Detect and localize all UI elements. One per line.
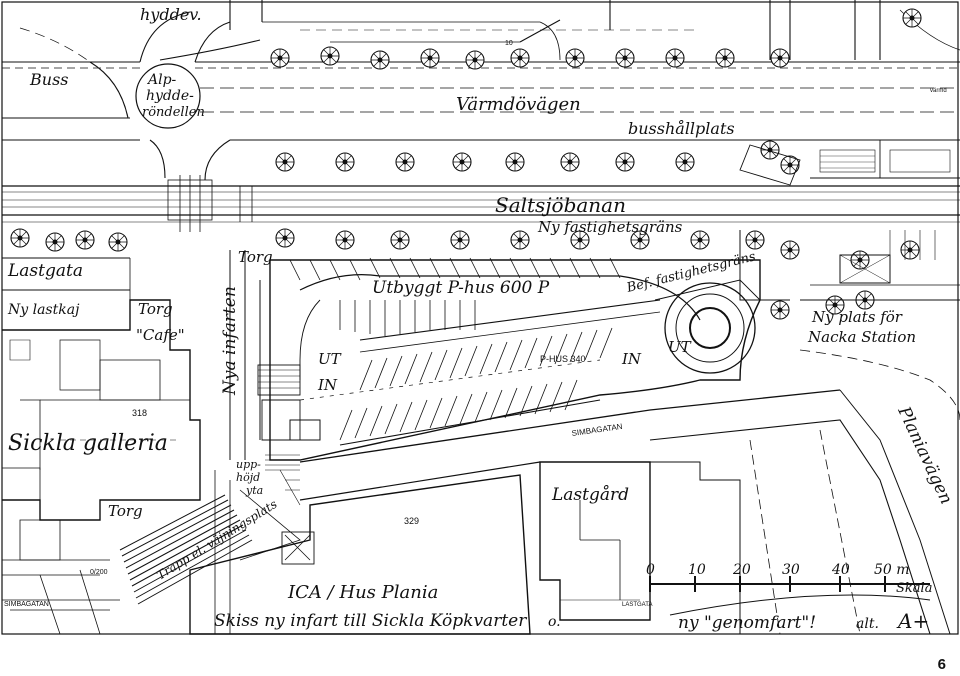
label-trapp: Trapp el. väjningsplats xyxy=(154,497,279,583)
simbagatan-road xyxy=(299,389,951,635)
railway-tracks xyxy=(2,175,960,232)
road-lines xyxy=(2,0,960,181)
label-ica: ICA / Hus Plania xyxy=(287,582,438,603)
label-upphojd-2: höjd xyxy=(236,471,260,484)
label-scale-small: 0/200 xyxy=(90,569,108,576)
entrance-ramps xyxy=(229,250,321,506)
scale-tick-40: 40 xyxy=(831,562,850,578)
label-genomfart: ny "genomfart"! xyxy=(678,613,816,633)
label-bef-fastighetsgrans: Bef. fastighetsgräns xyxy=(624,249,757,296)
scale-tick-0: 0 xyxy=(646,562,655,578)
scale-label: Skala xyxy=(896,581,932,596)
label-hyddev: hyddev. xyxy=(140,5,202,24)
label-in-ut-1: IN xyxy=(621,350,642,368)
label-alp-2: hydde- xyxy=(146,88,194,104)
label-saltsjobanan: Saltsjöbanan xyxy=(495,193,626,217)
label-alp-3: röndellen xyxy=(142,105,205,120)
scale-tick-50: 50 m xyxy=(874,562,910,578)
spiral-ramp xyxy=(654,279,761,374)
label-torg-top: Torg xyxy=(238,248,273,266)
sickla-galleria-building xyxy=(2,257,201,561)
bus-stop-structure xyxy=(739,139,960,186)
scale-tick-30: 30 xyxy=(782,562,800,578)
station-area xyxy=(739,230,960,421)
label-torg-cafe-1: Torg xyxy=(138,300,173,318)
label-nya-infarten: Nya infarten xyxy=(220,286,240,396)
scale-tick-20: 20 xyxy=(732,562,751,578)
label-buss: Buss xyxy=(29,70,68,89)
label-varmdovagen: Värmdövägen xyxy=(456,94,581,115)
lastgard-building xyxy=(539,461,741,634)
label-simbagatan-small: SIMBAGATAN xyxy=(4,601,49,608)
page-number: 6 xyxy=(937,656,946,673)
label-busshallplats: busshållplats xyxy=(628,119,735,138)
label-ny-plats-2: Nacka Station xyxy=(807,328,916,346)
ica-building xyxy=(189,474,531,635)
label-sickla-galleria: Sickla galleria xyxy=(8,431,168,456)
label-lastgata-small: LASTGATA xyxy=(622,602,652,608)
label-in-ut-2: UT xyxy=(668,338,692,356)
label-10: 10 xyxy=(505,40,513,47)
parking-garage xyxy=(269,257,761,461)
label-aplus: A+ xyxy=(896,609,929,633)
label-alt: alt. xyxy=(856,616,879,632)
label-torg-cafe-2: "Cafe" xyxy=(136,326,185,344)
label-skiss-o: o. xyxy=(548,614,561,630)
scale-bar xyxy=(649,576,930,592)
label-varmd: värmd xyxy=(930,88,947,94)
label-329: 329 xyxy=(404,516,419,526)
label-skiss: Skiss ny infart till Sickla Köpkvarter xyxy=(214,611,527,631)
bottom-left-streets xyxy=(2,559,120,635)
label-ny-fastighetsgrans: Ny fastighetsgräns xyxy=(537,218,683,236)
annotation-curve xyxy=(669,594,931,616)
label-plaiavagen: Planiavägen xyxy=(893,403,956,508)
trees xyxy=(10,8,922,320)
label-ny-plats-1: Ny plats för xyxy=(811,308,903,326)
label-ut-in-1: UT xyxy=(318,350,342,368)
stair-hatching xyxy=(119,470,301,634)
label-lastgata: Lastgata xyxy=(7,261,83,281)
roundabout xyxy=(135,63,201,129)
label-ny-lastkaj: Ny lastkaj xyxy=(7,302,80,318)
label-alp-1: Alp- xyxy=(146,72,177,88)
label-upphojd-3: yta xyxy=(245,484,263,497)
label-318: 318 xyxy=(132,408,147,418)
label-torg-bottom: Torg xyxy=(108,502,143,520)
label-ut-in-2: IN xyxy=(317,376,338,394)
label-upphojd-1: upp- xyxy=(236,458,261,471)
label-utbyggt: Utbyggt P-hus 600 P xyxy=(372,278,550,298)
label-simbagatan: SIMBAGATAN xyxy=(571,422,623,438)
scale-tick-10: 10 xyxy=(688,562,706,578)
label-lastgard: Lastgård xyxy=(551,485,629,505)
label-phus-340: P-HUS 340 xyxy=(540,354,586,364)
